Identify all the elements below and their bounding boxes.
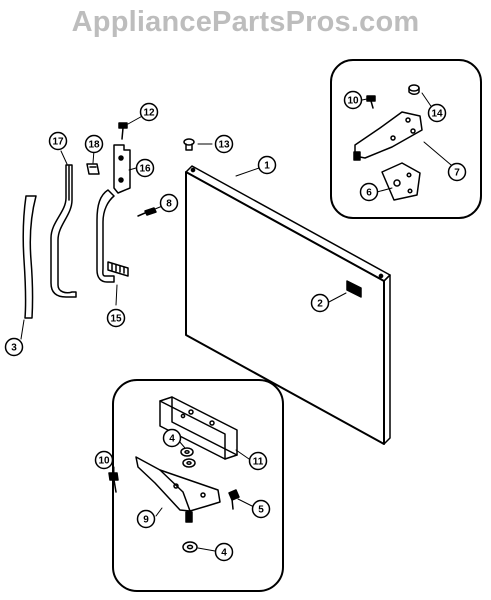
- callouts: 1 2 3 12 13 17 18 16 8 15 10 14 7 6 4 11…: [4, 90, 467, 562]
- svg-text:12: 12: [143, 108, 155, 119]
- svg-text:9: 9: [143, 515, 149, 526]
- callout-8: 8: [159, 193, 179, 213]
- handle-clip: [86, 163, 100, 175]
- freezer-door-panel: [185, 165, 391, 445]
- callout-18: 18: [84, 134, 104, 154]
- callout-10-bottom: 10: [94, 450, 114, 470]
- callout-2: 2: [310, 293, 330, 313]
- callout-4-lower: 4: [214, 542, 234, 562]
- callout-13: 13: [214, 134, 234, 154]
- svg-text:1: 1: [264, 161, 270, 172]
- bottom-hinge-bracket: [135, 456, 221, 523]
- handle-assembly: [96, 189, 129, 283]
- top-hinge-plate: [353, 111, 423, 161]
- callout-4-upper: 4: [162, 428, 182, 448]
- washer-4-bottom: [182, 541, 198, 553]
- screw-8: [144, 207, 157, 216]
- svg-text:10: 10: [98, 456, 110, 467]
- svg-text:6: 6: [366, 188, 372, 199]
- svg-text:11: 11: [253, 457, 264, 468]
- svg-text:5: 5: [258, 505, 264, 516]
- leader-lines: [20, 92, 458, 552]
- svg-text:7: 7: [454, 168, 460, 179]
- hinge-pin: [228, 489, 240, 510]
- svg-text:4: 4: [221, 548, 227, 559]
- callout-17: 17: [48, 131, 68, 151]
- callout-10-top: 10: [343, 90, 363, 110]
- svg-text:14: 14: [431, 109, 443, 120]
- washer-4-lower-stack: [182, 458, 196, 468]
- svg-text:17: 17: [52, 137, 64, 148]
- svg-text:4: 4: [169, 434, 175, 445]
- callout-6: 6: [359, 182, 379, 202]
- bottom-hinge-inset: [112, 379, 284, 592]
- svg-text:3: 3: [11, 343, 17, 354]
- washer-4-upper: [180, 447, 194, 457]
- callout-5: 5: [251, 499, 271, 519]
- hinge-shim: [381, 162, 421, 201]
- screw-12: [118, 122, 128, 140]
- svg-text:15: 15: [110, 314, 122, 325]
- hinge-cap: [408, 84, 420, 95]
- site-watermark: AppliancePartsPros.com: [71, 6, 420, 38]
- handle-trim-strip: [22, 195, 37, 319]
- svg-text:16: 16: [139, 164, 151, 175]
- hinge-screw-top: [366, 95, 376, 109]
- svg-text:13: 13: [218, 140, 230, 151]
- callout-1: 1: [257, 155, 277, 175]
- door-nameplate: [346, 280, 362, 298]
- svg-text:2: 2: [317, 299, 323, 310]
- hinge-screw-bottom: [108, 472, 119, 493]
- bottom-hinge-block: [159, 396, 238, 460]
- handle-bracket: [113, 144, 131, 194]
- svg-text:10: 10: [347, 96, 359, 107]
- top-hinge-inset: [330, 59, 482, 219]
- callout-11: 11: [248, 451, 268, 471]
- callout-14: 14: [427, 103, 447, 123]
- svg-text:18: 18: [88, 140, 100, 151]
- plug-button: [183, 138, 195, 151]
- callout-9: 9: [136, 509, 156, 529]
- callout-15: 15: [106, 308, 126, 328]
- door-handle: [50, 164, 77, 298]
- callout-16: 16: [135, 158, 155, 178]
- svg-text:8: 8: [166, 199, 172, 210]
- callout-12: 12: [139, 102, 159, 122]
- callout-3: 3: [4, 337, 24, 357]
- callout-7: 7: [447, 162, 467, 182]
